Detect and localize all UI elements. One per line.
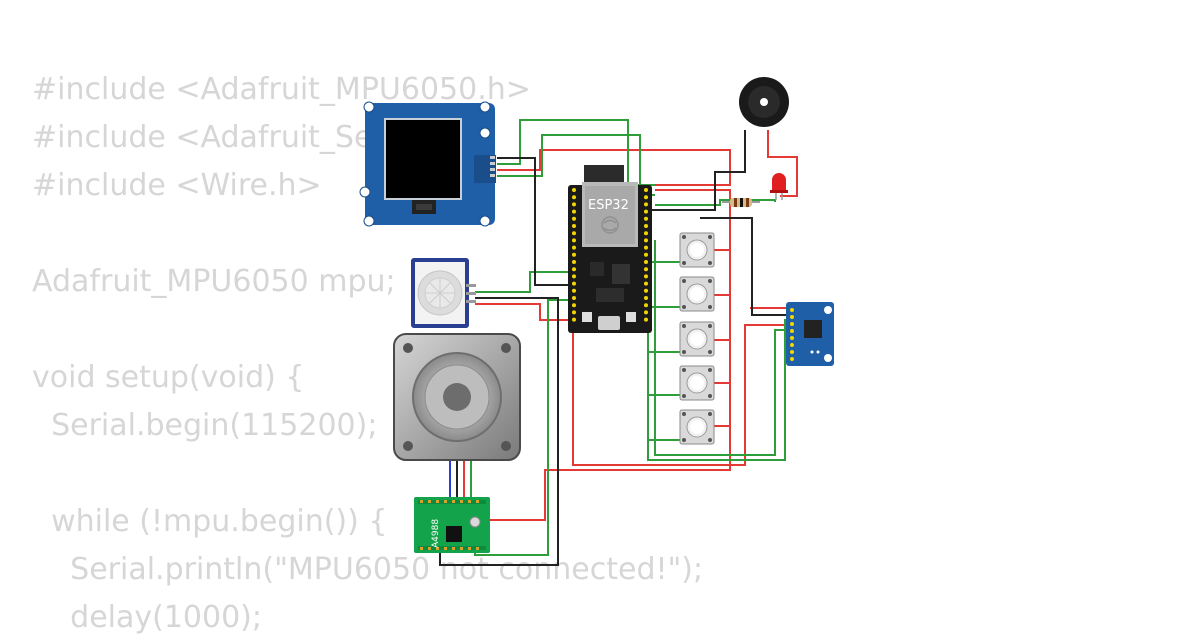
esp32-pin[interactable] — [572, 195, 576, 200]
code-line: while (!mpu.begin()) { — [32, 504, 388, 539]
esp32-pin[interactable] — [572, 252, 576, 257]
led[interactable] — [770, 173, 788, 200]
esp32-pin[interactable] — [644, 195, 648, 200]
esp32-pin[interactable] — [644, 238, 648, 243]
esp32-pin[interactable] — [572, 202, 576, 207]
esp32-pin[interactable] — [644, 288, 648, 293]
push-button-4[interactable] — [679, 365, 715, 401]
esp32-pin[interactable] — [572, 310, 576, 315]
push-button-3[interactable] — [679, 321, 715, 357]
esp32-pin[interactable] — [644, 202, 648, 207]
esp32-pin[interactable] — [572, 238, 576, 243]
esp32-pin[interactable] — [572, 303, 576, 308]
buzzer[interactable] — [739, 77, 789, 127]
push-button-2[interactable] — [679, 276, 715, 312]
esp32-pin[interactable] — [644, 303, 648, 308]
esp32-pin[interactable] — [572, 224, 576, 228]
code-line: Serial.begin(115200); — [32, 408, 378, 443]
esp32-label: ESP32 — [588, 198, 629, 213]
wire-black[interactable] — [497, 157, 578, 286]
esp32-pin[interactable] — [644, 317, 648, 322]
esp32-pin[interactable] — [572, 209, 576, 214]
esp32-pin[interactable] — [572, 267, 576, 272]
wire-green[interactable] — [475, 271, 578, 293]
push-button-1[interactable] — [679, 232, 715, 268]
esp32-pin[interactable] — [644, 274, 648, 279]
wire-green[interactable] — [655, 199, 776, 206]
wire-black[interactable] — [700, 217, 788, 316]
a4988-driver[interactable]: A4988 — [414, 497, 490, 553]
esp32-pin[interactable] — [644, 252, 648, 257]
wire-red[interactable] — [700, 249, 730, 427]
esp32-pin[interactable] — [644, 245, 648, 250]
code-line: Serial.println("MPU6050 not connected!")… — [32, 552, 704, 587]
wire-red[interactable] — [475, 303, 578, 321]
esp32-pin[interactable] — [644, 310, 648, 315]
code-line: void setup(void) { — [32, 360, 305, 395]
esp32-pin[interactable] — [644, 209, 648, 214]
esp32-pin[interactable] — [572, 245, 576, 250]
mpu6050-sensor[interactable] — [786, 302, 834, 366]
esp32-board[interactable]: ESP32 — [568, 165, 652, 333]
wire-green[interactable] — [647, 250, 788, 461]
oled-display[interactable] — [359, 101, 496, 227]
esp32-pin[interactable] — [644, 267, 648, 272]
esp32-pin[interactable] — [572, 216, 576, 221]
wire-green[interactable] — [654, 240, 788, 456]
esp32-pin[interactable] — [644, 231, 648, 236]
wire-red[interactable] — [488, 189, 731, 521]
resistor[interactable] — [722, 198, 760, 207]
code-line: #include <Adafruit_MPU6050.h> — [32, 72, 531, 107]
code-line: #include <Wire.h> — [32, 168, 322, 203]
wire-red[interactable] — [572, 300, 788, 466]
esp32-pin[interactable] — [572, 288, 576, 293]
esp32-pin[interactable] — [644, 296, 648, 300]
oled-screen — [386, 120, 460, 198]
push-button-5[interactable] — [679, 409, 715, 445]
wire-green[interactable] — [648, 261, 680, 441]
esp32-pin[interactable] — [572, 231, 576, 236]
esp32-pin[interactable] — [644, 224, 648, 228]
pir-sensor[interactable] — [411, 258, 476, 328]
esp32-pin[interactable] — [572, 260, 576, 264]
esp32-pin[interactable] — [572, 317, 576, 322]
wire-red[interactable] — [767, 130, 798, 197]
stepper-motor[interactable] — [393, 333, 521, 461]
push-buttons — [679, 232, 715, 445]
wire-red[interactable] — [497, 149, 731, 186]
esp32-pin[interactable] — [572, 281, 576, 286]
esp32-pin[interactable] — [572, 296, 576, 300]
esp32-pin[interactable] — [572, 188, 576, 192]
wire-black[interactable] — [650, 130, 746, 211]
esp32-pin[interactable] — [644, 216, 648, 221]
esp32-pin[interactable] — [644, 188, 648, 192]
code-line: delay(1000); — [32, 600, 262, 635]
code-line: Adafruit_MPU6050 mpu; — [32, 264, 396, 299]
driver-label: A4988 — [431, 519, 441, 548]
esp32-pin[interactable] — [644, 281, 648, 286]
esp32-pin[interactable] — [572, 274, 576, 279]
esp32-pin[interactable] — [644, 260, 648, 264]
